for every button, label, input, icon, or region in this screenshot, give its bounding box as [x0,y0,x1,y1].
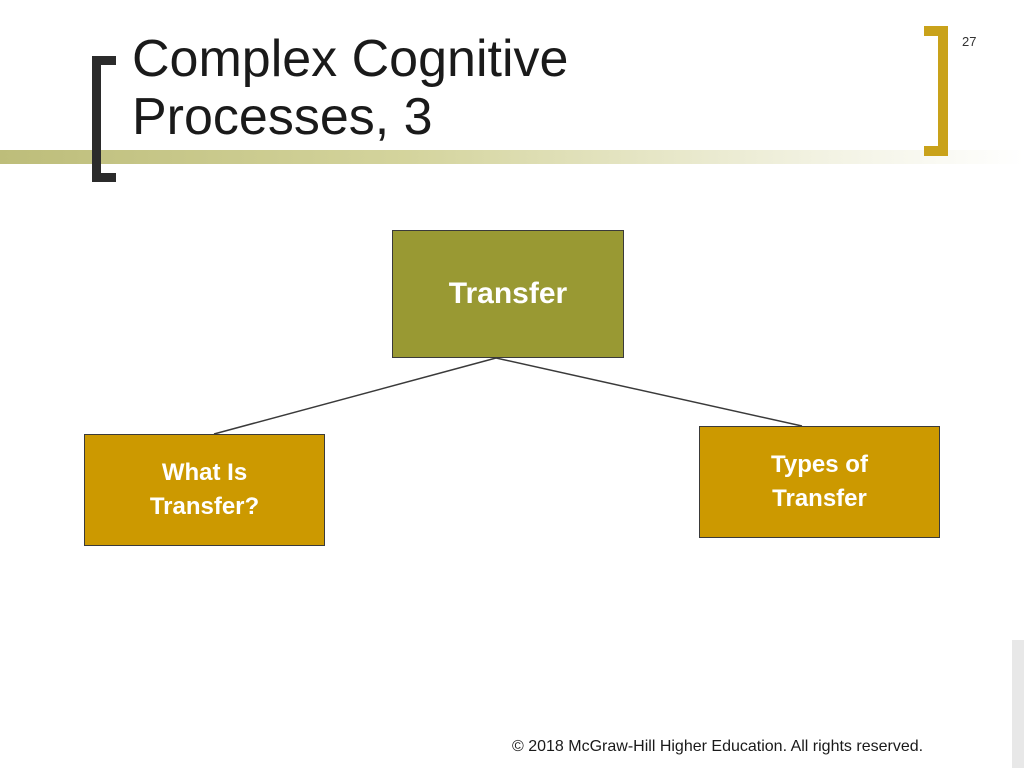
right-bracket-decoration [924,26,948,156]
node-transfer: Transfer [392,230,624,358]
node-what-is-transfer: What Is Transfer? [84,434,325,546]
node-transfer-label: Transfer [448,277,568,310]
slide-edge [1012,640,1024,768]
connector-root-to-right [495,357,803,427]
title-band [0,150,1024,164]
left-bracket-decoration [92,56,116,182]
connector-root-to-left [213,357,497,435]
copyright-notice: © 2018 McGraw-Hill Higher Education. All… [512,738,924,755]
page-title: Complex Cognitive Processes, 3 [132,30,569,146]
node-types-of-transfer: Types of Transfer [699,426,940,538]
node-what-is-transfer-label: What Is Transfer? [149,459,260,520]
slide-number: 27 [962,34,977,49]
node-types-of-transfer-label: Types of Transfer [771,451,868,512]
